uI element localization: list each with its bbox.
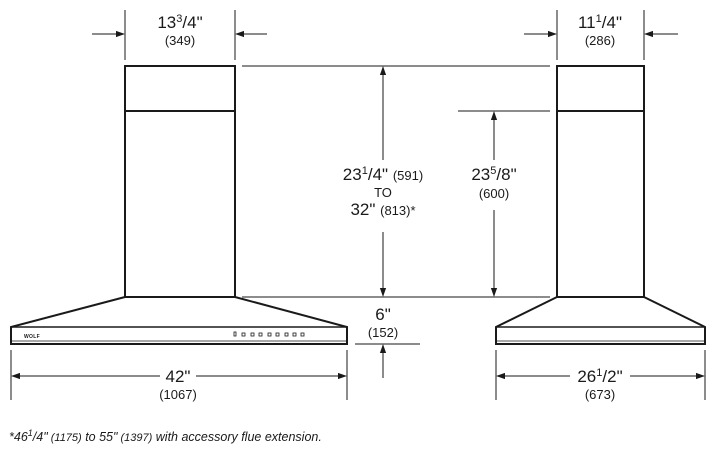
wolf-logo: WOLF <box>24 334 40 340</box>
footnote: *461/4" (1175) to 55" (1397) with access… <box>9 428 322 445</box>
left-lower-flue <box>124 110 236 298</box>
canopy-height-label: 6" (152) <box>367 305 399 340</box>
control-buttons <box>233 331 305 337</box>
right-hood-outline <box>495 65 706 345</box>
right-canopy <box>495 296 706 345</box>
right-lower-flue <box>556 110 645 298</box>
right-upper-flue <box>556 65 645 112</box>
left-height-range-label: 231/4" (591) TO 32" (813)* <box>342 165 424 219</box>
right-width-label: 261/2" (673) <box>577 367 623 402</box>
left-canopy <box>10 296 348 345</box>
left-width-label: 42" (1067) <box>159 367 197 402</box>
left-upper-flue <box>124 65 236 112</box>
right-chimney-width-label: 111/4" (286) <box>577 13 623 48</box>
right-height-label: 235/8" (600) <box>471 165 517 201</box>
left-hood-outline <box>10 65 348 345</box>
left-chimney-width-label: 133/4" (349) <box>157 13 203 48</box>
